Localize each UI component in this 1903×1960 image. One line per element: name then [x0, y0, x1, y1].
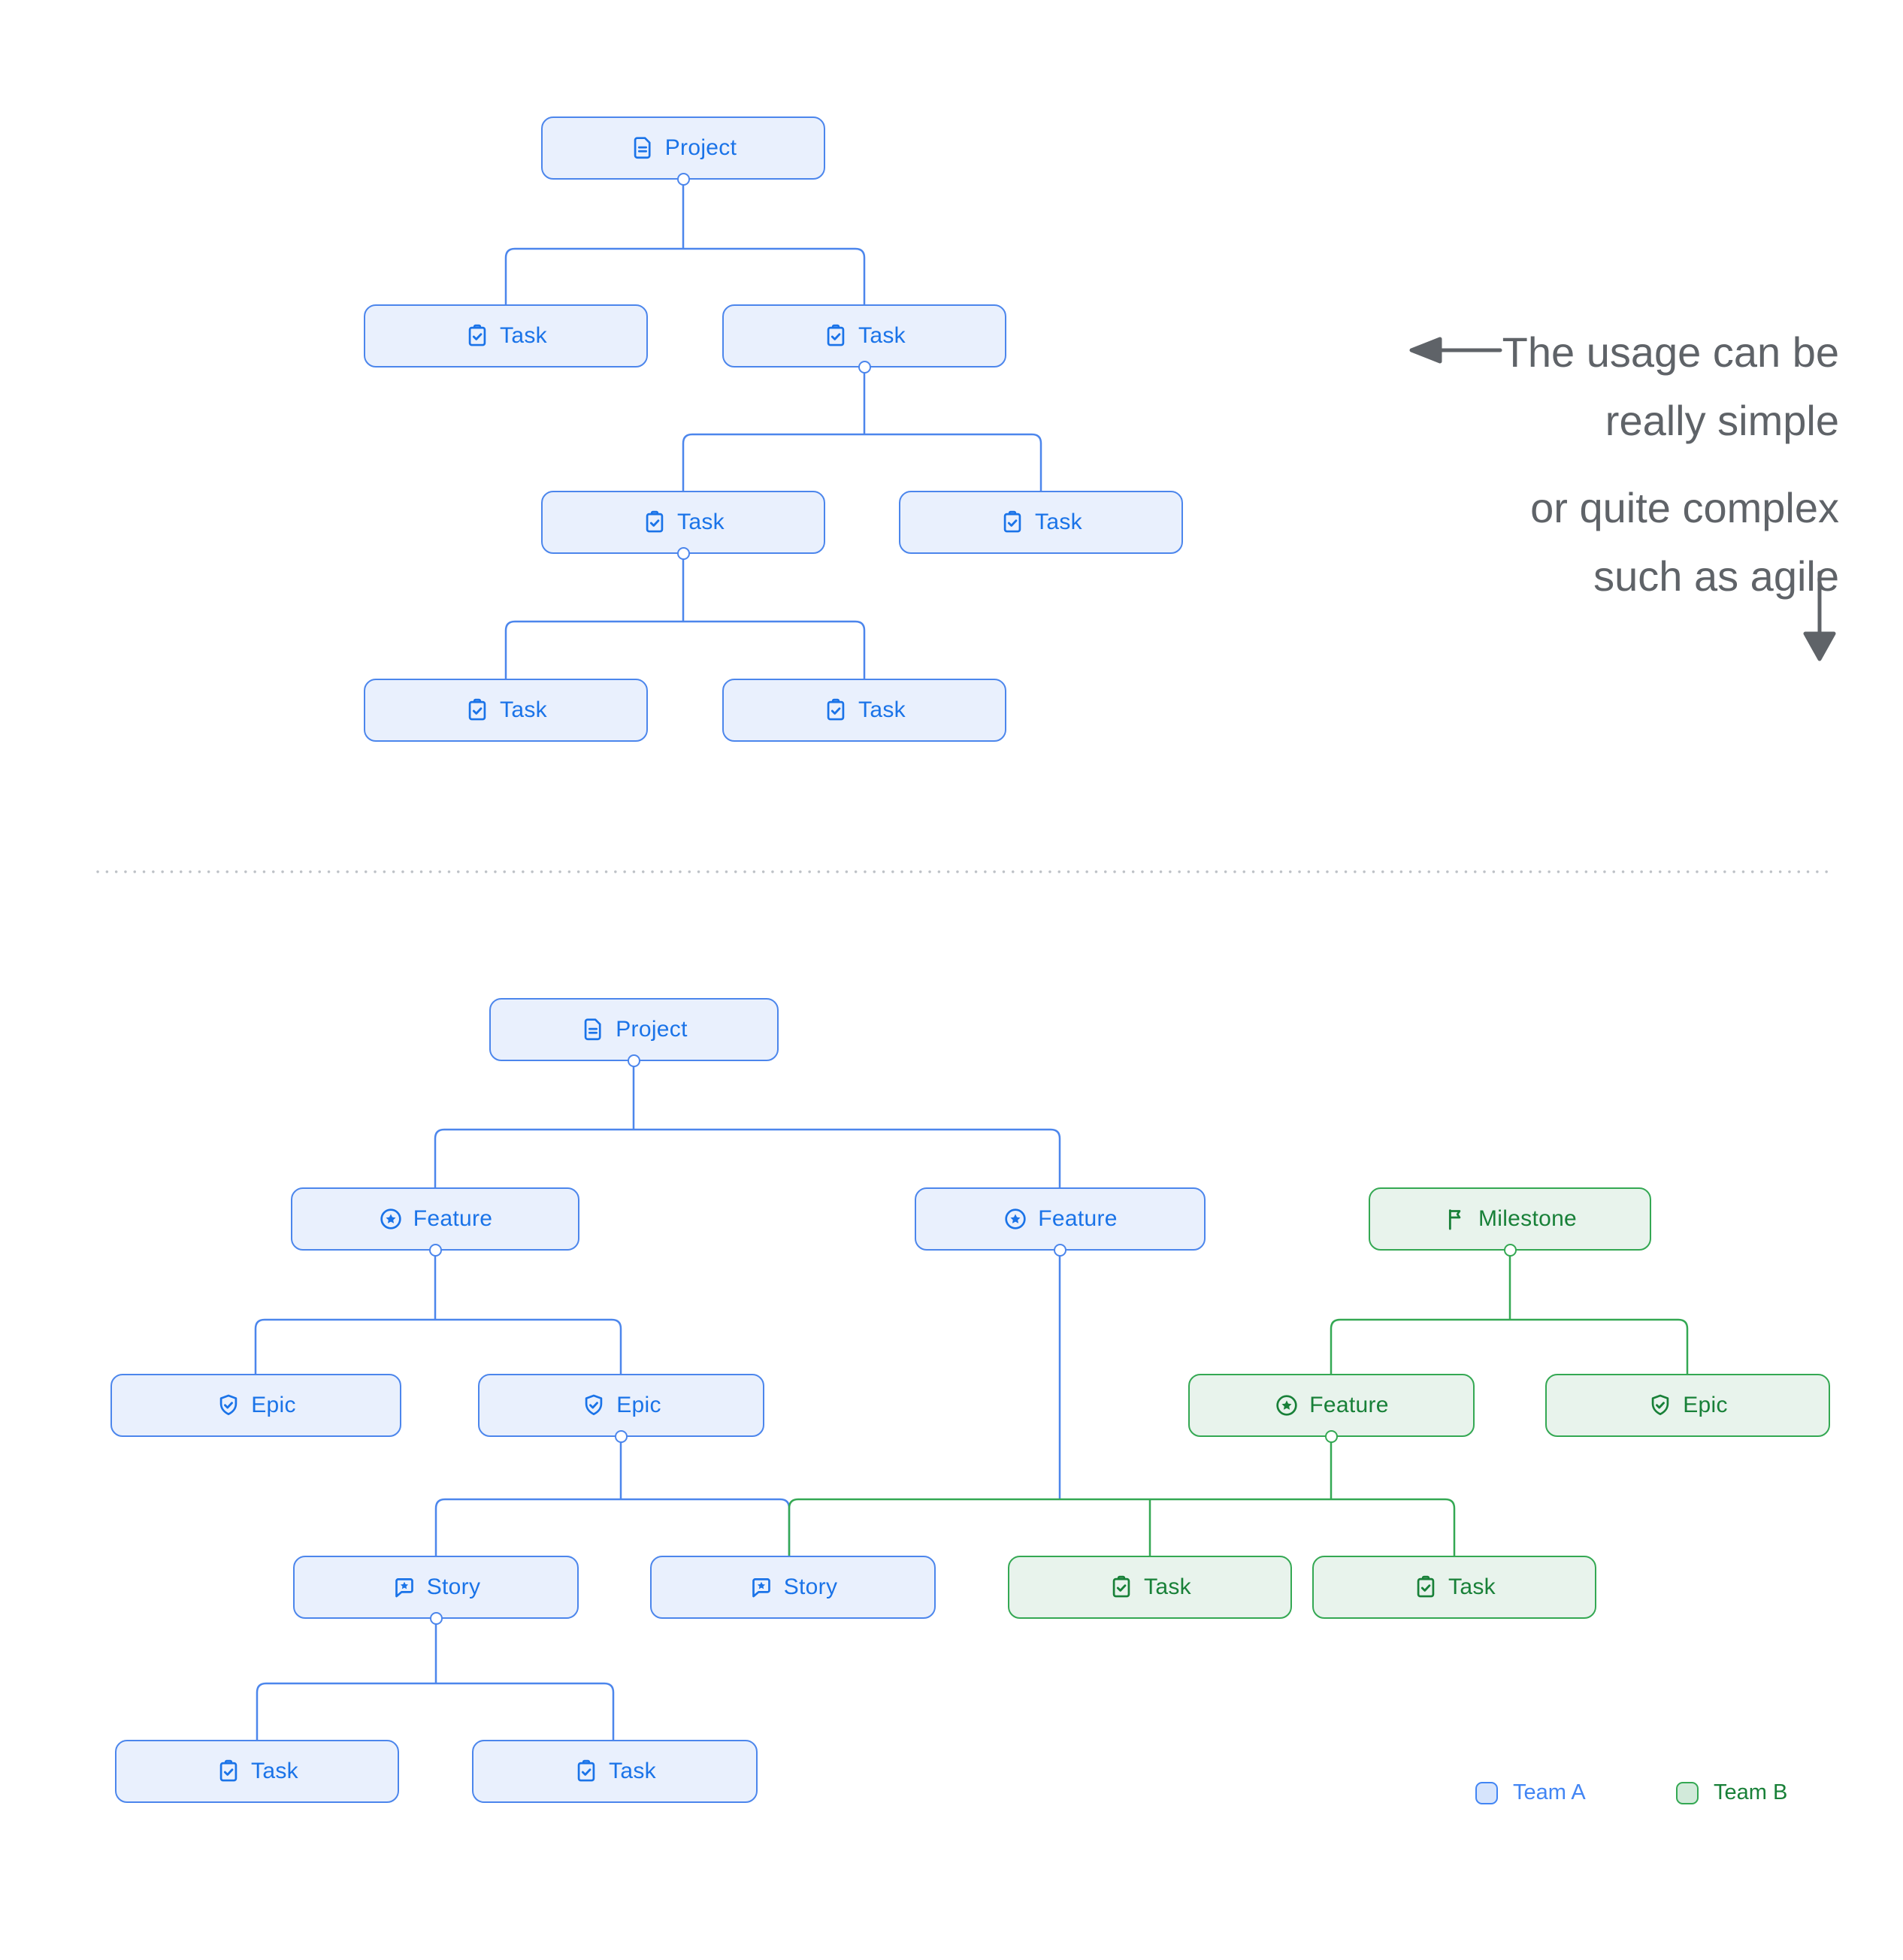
connector-port: [858, 361, 871, 374]
simple-tree-edges: [504, 180, 1042, 679]
task-icon: [642, 510, 667, 535]
task-icon: [573, 1759, 599, 1784]
annotation-line: The usage can be: [1502, 328, 1839, 376]
project-icon: [630, 135, 655, 161]
story-icon: [749, 1574, 774, 1600]
node-label: Task: [500, 697, 547, 722]
legend-team-a: Team A: [1475, 1780, 1586, 1805]
node-label: Epic: [616, 1393, 661, 1417]
connector-port: [628, 1054, 640, 1067]
node-task-1: Task: [364, 304, 648, 368]
task-icon: [1109, 1574, 1134, 1600]
annotation-paragraph-simple: The usage can be really simple: [1502, 319, 1839, 455]
node-label: Task: [1144, 1574, 1191, 1599]
connector-port: [429, 1612, 443, 1625]
node-label: Feature: [413, 1206, 493, 1231]
feature-icon: [378, 1206, 404, 1232]
epic-shield-icon: [216, 1393, 241, 1418]
node-project-bottom: Project: [489, 998, 779, 1067]
arrow-left-icon: [1409, 337, 1502, 364]
node-label: Task: [609, 1759, 656, 1783]
annotation-line: or quite complex: [1530, 484, 1839, 532]
annotation-line: really simple: [1605, 396, 1839, 444]
task-icon: [464, 697, 490, 723]
connector-port: [676, 547, 690, 560]
complex-tree-edges-team-b: [788, 1251, 1689, 1556]
node-epic-a1: Epic: [110, 1374, 401, 1437]
legend-label-team-a: Team A: [1513, 1780, 1586, 1804]
task-icon: [1000, 510, 1025, 535]
node-task-3: Task: [541, 491, 825, 560]
node-label: Feature: [1038, 1206, 1118, 1231]
node-label: Task: [500, 323, 547, 348]
connector-port: [1325, 1430, 1338, 1443]
node-label: Project: [664, 135, 737, 160]
legend-swatch-team-b: [1676, 1781, 1699, 1804]
milestone-flag-icon: [1443, 1206, 1469, 1232]
node-label: Feature: [1309, 1393, 1389, 1417]
arrow-down-icon: [1803, 570, 1836, 661]
node-label: Milestone: [1478, 1206, 1578, 1231]
annotation-line: such as agile: [1593, 552, 1839, 600]
connector-port: [1503, 1244, 1517, 1257]
task-icon: [823, 697, 849, 723]
task-icon: [1413, 1574, 1439, 1600]
legend-team-b: Team B: [1676, 1780, 1787, 1805]
node-label: Task: [1035, 510, 1082, 534]
node-label: Task: [858, 323, 906, 348]
annotation-paragraph-complex: or quite complex such as agile: [1502, 474, 1839, 610]
project-icon: [580, 1017, 606, 1042]
node-task-a2: Task: [472, 1740, 758, 1803]
node-task-5: Task: [364, 679, 648, 742]
connector-port: [615, 1430, 628, 1443]
node-feature-b: Feature: [1188, 1374, 1475, 1443]
epic-shield-icon: [1647, 1393, 1673, 1418]
connector-port: [428, 1244, 442, 1257]
legend-swatch-team-a: [1475, 1781, 1498, 1804]
node-label: Task: [858, 697, 906, 722]
story-icon: [392, 1574, 417, 1600]
task-icon: [216, 1759, 241, 1784]
node-task-b2: Task: [1312, 1556, 1596, 1619]
node-feature-a1: Feature: [291, 1187, 579, 1257]
connector-port: [676, 173, 690, 186]
task-icon: [823, 323, 849, 349]
node-label: Story: [426, 1574, 481, 1599]
node-task-2: Task: [722, 304, 1006, 374]
node-label: Epic: [1683, 1393, 1728, 1417]
node-label: Task: [251, 1759, 298, 1783]
node-feature-a2: Feature: [915, 1187, 1206, 1257]
task-icon: [464, 323, 490, 349]
node-label: Epic: [251, 1393, 296, 1417]
node-story-a2: Story: [650, 1556, 936, 1619]
node-epic-b: Epic: [1545, 1374, 1830, 1437]
connector-port: [1054, 1244, 1066, 1257]
node-milestone-b: Milestone: [1369, 1187, 1651, 1257]
node-label: Project: [616, 1017, 688, 1042]
node-project-top: Project: [541, 116, 825, 186]
feature-icon: [1003, 1206, 1028, 1232]
legend-label-team-b: Team B: [1714, 1780, 1788, 1804]
node-story-a1: Story: [293, 1556, 579, 1625]
node-epic-a2: Epic: [478, 1374, 764, 1443]
node-task-b1: Task: [1008, 1556, 1292, 1619]
complex-tree-edges-team-a: [254, 1061, 1061, 1740]
node-label: Story: [783, 1574, 838, 1599]
node-task-6: Task: [722, 679, 1006, 742]
node-task-a1: Task: [115, 1740, 399, 1803]
epic-shield-icon: [581, 1393, 607, 1418]
feature-icon: [1274, 1393, 1299, 1418]
node-task-4: Task: [899, 491, 1183, 554]
annotation-text: The usage can be really simple or quite …: [1502, 319, 1839, 611]
node-label: Task: [1448, 1574, 1496, 1599]
node-label: Task: [677, 510, 725, 534]
